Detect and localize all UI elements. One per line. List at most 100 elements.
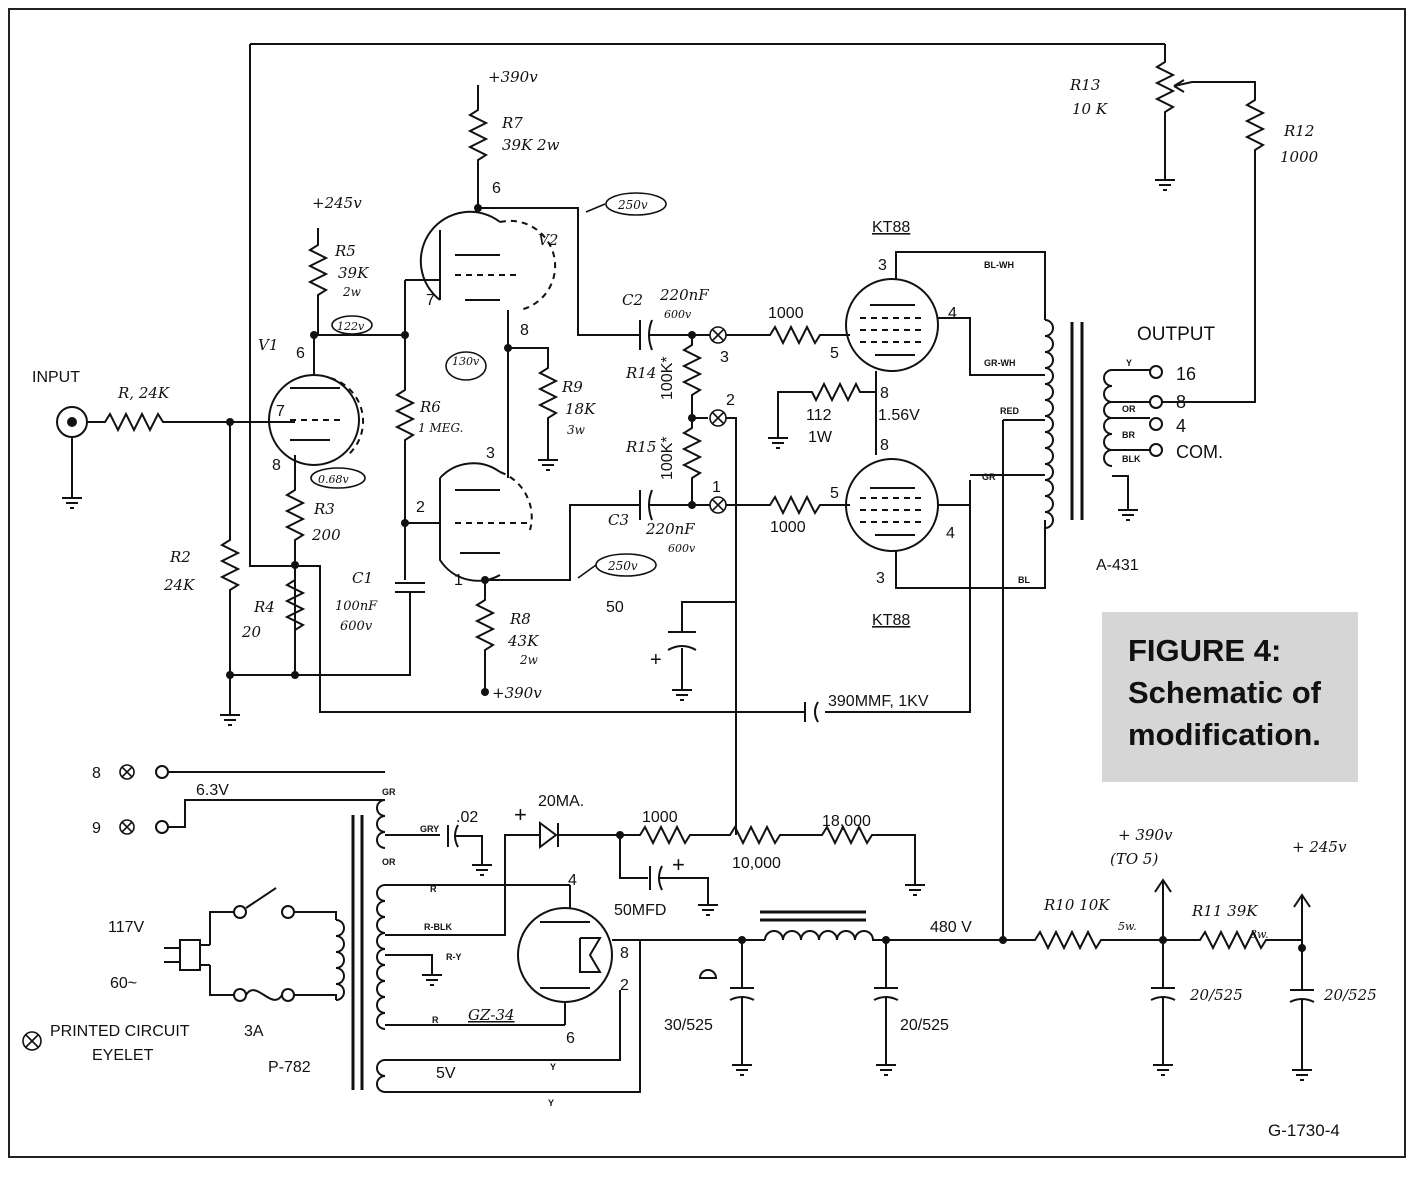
hv-winding bbox=[376, 884, 386, 1030]
r9-label-c: 3w bbox=[567, 423, 586, 437]
kt88-bottom-pin8: 8 bbox=[880, 437, 889, 454]
r12-resistor bbox=[1162, 79, 1266, 403]
kt88-top-plate-wire bbox=[895, 251, 1046, 320]
v2-plate-voltage-bubble bbox=[605, 192, 667, 216]
r15-label-a: R15 bbox=[625, 438, 656, 456]
kt88-bottom-pin3: 3 bbox=[876, 570, 885, 587]
primary-wires bbox=[294, 911, 337, 1000]
c1-label-c: 600v bbox=[340, 619, 373, 634]
r5-resistor bbox=[307, 228, 329, 335]
fuse-label: 3A bbox=[244, 1023, 264, 1040]
wire-gr: GR bbox=[982, 472, 996, 482]
kt88-bottom-plate-wire bbox=[895, 520, 1046, 589]
diode-plus: + bbox=[514, 802, 527, 827]
switch-terminal-2 bbox=[233, 905, 247, 919]
gz34-pin6: 6 bbox=[566, 1030, 575, 1047]
rblk-wire bbox=[385, 834, 540, 936]
r10-r11-resistors bbox=[1003, 929, 1302, 951]
fuse-3a bbox=[245, 989, 283, 1001]
bias-divider bbox=[558, 824, 916, 875]
c2-label-a: C2 bbox=[622, 291, 643, 309]
r12-label-a: R12 bbox=[1283, 122, 1314, 140]
r5-label-a: R5 bbox=[334, 242, 356, 260]
c30-note-icon bbox=[698, 969, 718, 979]
r6-label-b: 1 MEG. bbox=[418, 421, 463, 435]
c390-label: 390MMF, 1KV bbox=[828, 693, 929, 710]
v1-plate-voltage: 122v bbox=[337, 320, 365, 333]
kt88-top-screen-wire bbox=[938, 317, 1045, 376]
eyelet-9-terminal bbox=[155, 820, 169, 834]
r4-label-a: R4 bbox=[253, 598, 275, 616]
v1-cathode-voltage: 0.68v bbox=[318, 473, 349, 486]
wire-bl-wh: BL-WH bbox=[984, 260, 1014, 270]
diode-icon bbox=[539, 821, 559, 849]
r112-label-b: 1W bbox=[808, 429, 833, 446]
terminal-com bbox=[1149, 443, 1163, 457]
wire-bl: BL bbox=[1018, 575, 1030, 585]
c30-capacitor bbox=[729, 940, 755, 1055]
r10-w: 5w. bbox=[1118, 920, 1137, 933]
input-label: INPUT bbox=[32, 369, 80, 386]
r1000-label: 1000 bbox=[642, 809, 678, 826]
e8-label: 8 bbox=[92, 765, 101, 782]
grid-1000-bottom: 1000 bbox=[770, 519, 806, 536]
a431-label: A-431 bbox=[1096, 557, 1139, 574]
p245-label: +245v bbox=[312, 194, 362, 212]
r3-label-b: 200 bbox=[311, 526, 341, 544]
5v-wires bbox=[385, 940, 641, 1093]
kt88-top-pin3: 3 bbox=[878, 257, 887, 274]
ocom-label: COM. bbox=[1176, 442, 1223, 462]
bias-wire bbox=[726, 417, 737, 835]
eyelet-2-icon bbox=[709, 409, 727, 427]
figure-frame bbox=[8, 8, 1406, 1158]
eyelet-3-icon bbox=[709, 326, 727, 344]
pt-r: R bbox=[430, 884, 437, 894]
v2b-plate-wire bbox=[485, 504, 640, 581]
grid-resistor-bottom bbox=[726, 494, 850, 516]
kt88-top-pin8: 8 bbox=[880, 385, 889, 402]
r3-label-a: R3 bbox=[313, 500, 335, 518]
output-secondary-winding bbox=[1103, 369, 1113, 467]
r8-label-a: R8 bbox=[509, 610, 531, 628]
r9-resistor bbox=[508, 347, 559, 450]
kt88-top-pin5: 5 bbox=[830, 345, 839, 362]
kt88-bottom-pin4: 4 bbox=[946, 525, 955, 542]
v1-label: V1 bbox=[258, 336, 278, 354]
v1-plate-wire bbox=[313, 334, 405, 375]
c3-capacitor bbox=[639, 489, 710, 521]
r112-resistor bbox=[777, 381, 876, 428]
pt-or: OR bbox=[382, 857, 396, 867]
red-b-plus-wire bbox=[1002, 419, 1045, 940]
c2-capacitor bbox=[639, 319, 710, 351]
r15-label-b: 100K* bbox=[659, 436, 676, 480]
input-jack bbox=[56, 406, 88, 509]
fuse-terminal-2 bbox=[233, 988, 247, 1002]
eyelet-1-icon bbox=[709, 496, 727, 514]
c2-label-b: 220nF bbox=[659, 286, 709, 304]
r8-label-c: 2w bbox=[519, 653, 539, 667]
figure-id: G-1730-4 bbox=[1268, 1121, 1340, 1140]
kt88-bottom-label: KT88 bbox=[872, 612, 910, 629]
c50-plus: + bbox=[672, 852, 685, 877]
wire-red: RED bbox=[1000, 406, 1020, 416]
pt-y2: Y bbox=[548, 1098, 554, 1108]
r7-resistor bbox=[467, 85, 640, 336]
r14-label-b: 100K* bbox=[659, 356, 676, 400]
r11-w: 3w. bbox=[1250, 928, 1269, 941]
r6-resistor bbox=[394, 280, 416, 580]
terminal-8-ohm bbox=[1149, 395, 1163, 409]
5v-winding bbox=[376, 1059, 386, 1093]
r112-label-a: 112 bbox=[806, 407, 832, 424]
c50-wire bbox=[619, 835, 648, 879]
r2-resistor bbox=[219, 422, 296, 676]
pt-y: Y bbox=[550, 1062, 556, 1072]
c3-label-c: 600v bbox=[668, 542, 696, 555]
to5-label: (TO 5) bbox=[1110, 850, 1158, 868]
caption-line3: modification. bbox=[1128, 717, 1321, 752]
c2-label-c: 600v bbox=[664, 308, 692, 321]
c20-capacitor bbox=[873, 940, 899, 1055]
c20a-capacitor bbox=[1150, 940, 1176, 1055]
r13-label-a: R13 bbox=[1069, 76, 1100, 94]
terminal-4-ohm bbox=[1149, 417, 1163, 431]
